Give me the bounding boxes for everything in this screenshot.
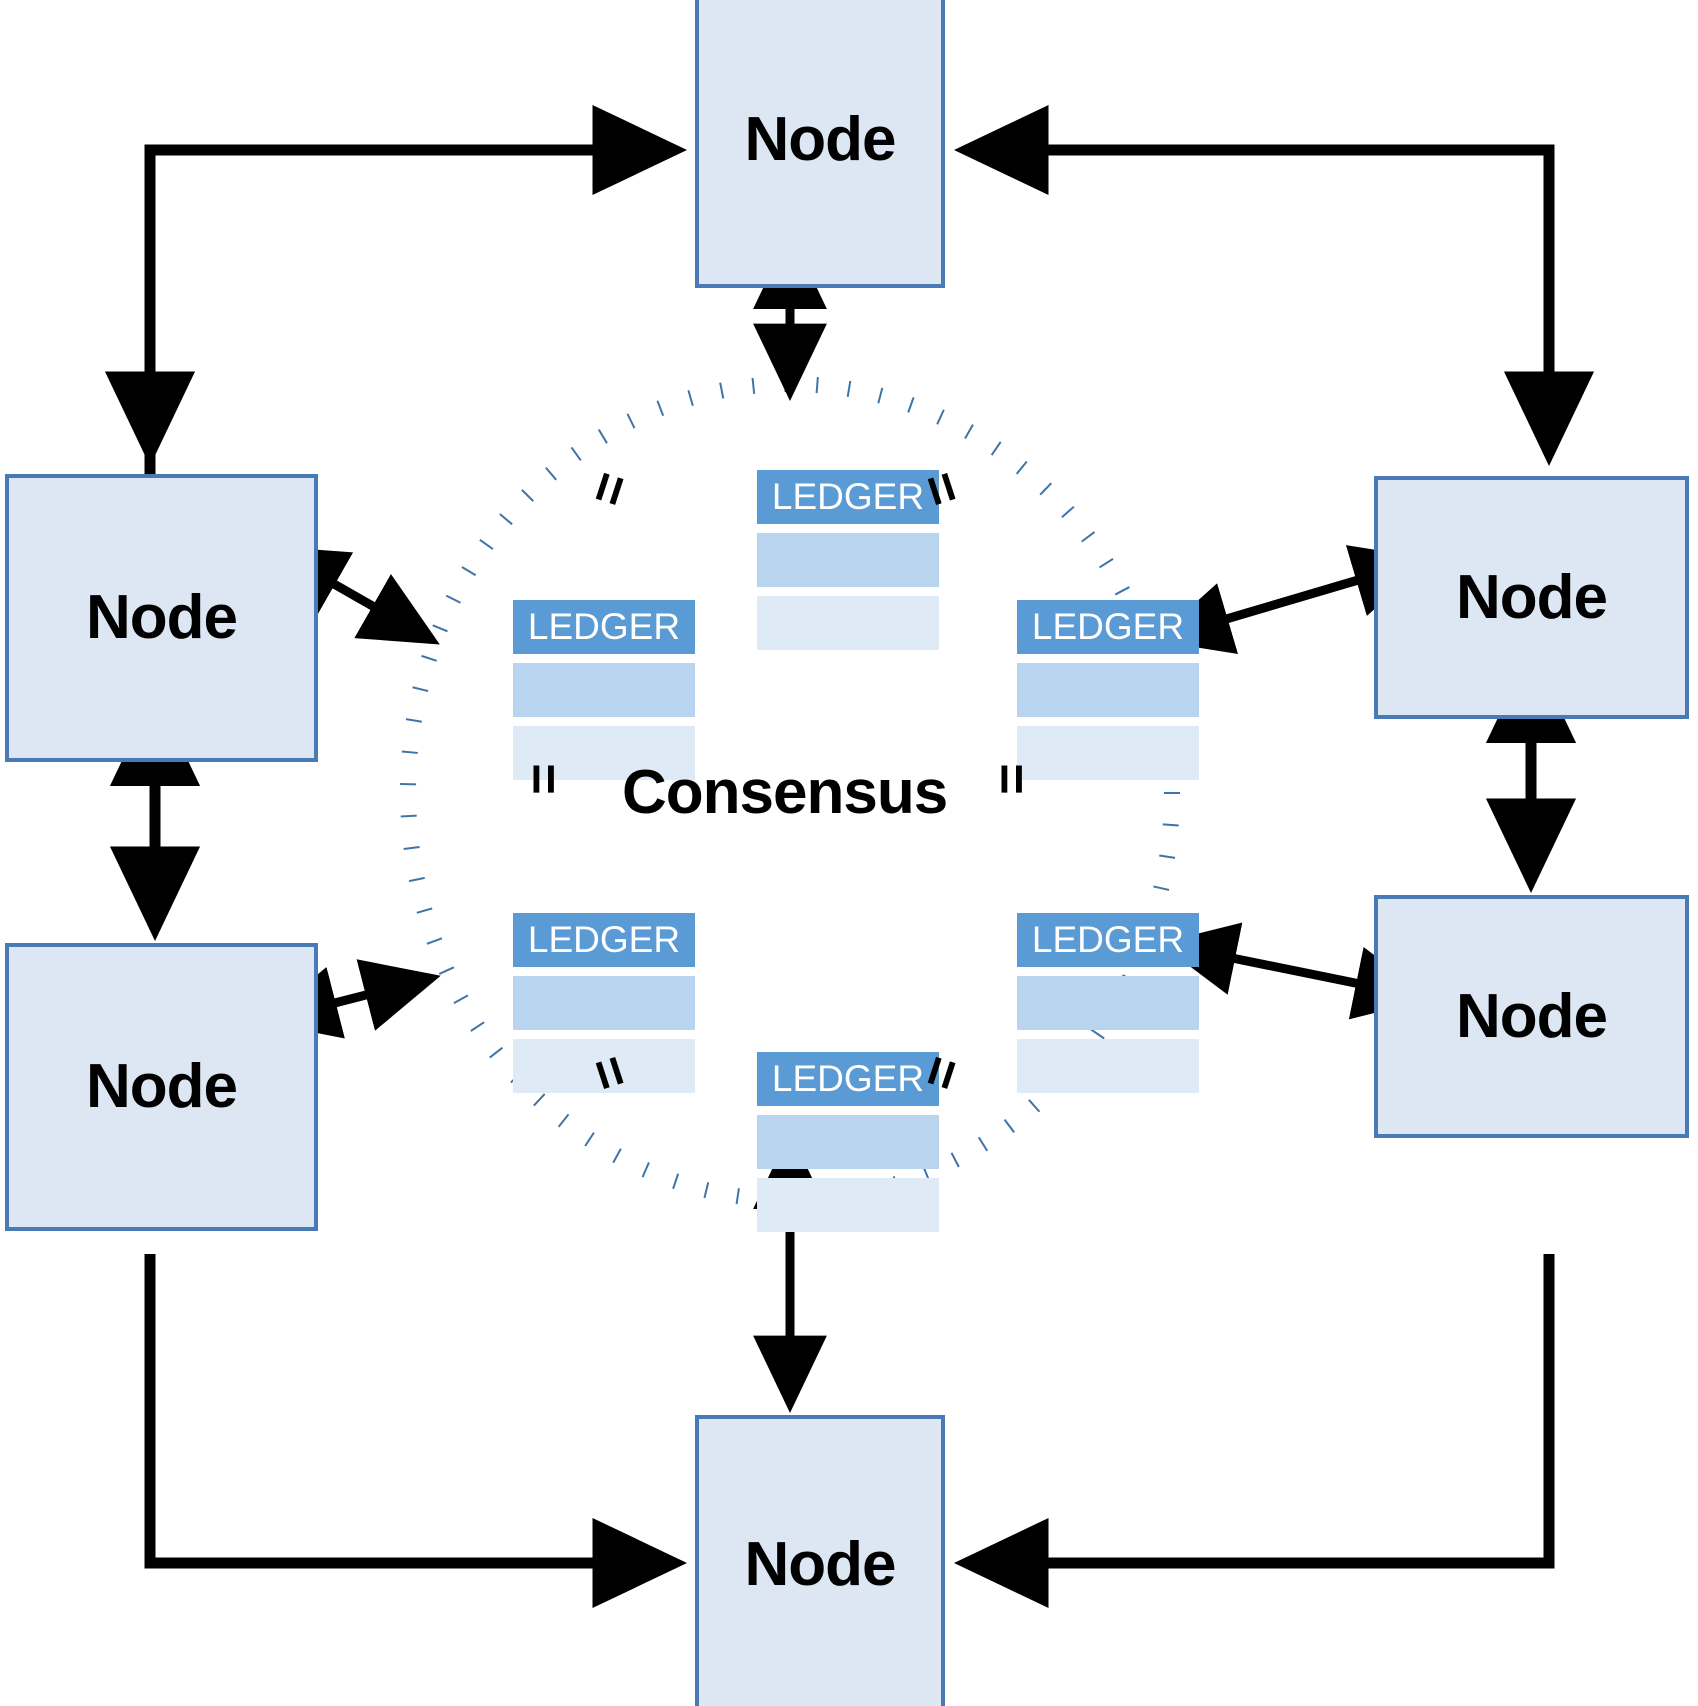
node-label: Node <box>86 583 238 652</box>
ledger-bottom[interactable]: LEDGER <box>757 1052 939 1232</box>
connector-right-lower-spoke <box>1159 922 1433 1020</box>
node-box-left-lower[interactable]: Node <box>5 943 318 1231</box>
ledger-header: LEDGER <box>757 470 939 524</box>
connector-left-lower-spoke <box>260 959 441 1039</box>
ledger-row-2 <box>1017 1039 1199 1093</box>
connector-left-upper-spoke <box>267 546 440 645</box>
ledger-header: LEDGER <box>513 913 695 967</box>
ledger-row-2 <box>757 1178 939 1232</box>
node-box-right-lower[interactable]: Node <box>1374 895 1689 1138</box>
equals-mark-mid-right: = <box>981 763 1042 795</box>
equals-mark-mid-left: = <box>513 763 574 795</box>
ledger-row-2 <box>757 596 939 650</box>
node-label: Node <box>744 105 897 174</box>
ledger-row-1 <box>757 533 939 587</box>
ledger-header: LEDGER <box>513 600 695 654</box>
ledger-row-1 <box>513 976 695 1030</box>
ledger-header: LEDGER <box>757 1052 939 1106</box>
ledger-row-2 <box>513 726 695 780</box>
ledger-row-1 <box>1017 976 1199 1030</box>
ledger-header: LEDGER <box>1017 913 1199 967</box>
consensus-label: Consensus <box>622 758 948 827</box>
connector-bottomright-outer <box>953 1254 1555 1609</box>
connector-topright-outer <box>953 104 1555 455</box>
consensus-circle <box>400 376 1180 1208</box>
ledger-row-1 <box>1017 663 1199 717</box>
connector-bottomleft-outer <box>144 1254 688 1609</box>
ledger-lower-right[interactable]: LEDGER <box>1017 913 1199 1093</box>
node-label: Node <box>1456 562 1608 632</box>
node-label: Node <box>86 1052 238 1121</box>
node-box-bottom[interactable]: Node <box>695 1415 945 1706</box>
ledger-upper-left[interactable]: LEDGER <box>513 600 695 780</box>
ledger-row-1 <box>757 1115 939 1169</box>
ledger-lower-left[interactable]: LEDGER <box>513 913 695 1093</box>
node-box-left-upper[interactable]: Node <box>5 474 318 762</box>
ledger-row-1 <box>513 663 695 717</box>
ledger-row-2 <box>1017 726 1199 780</box>
ledger-top[interactable]: LEDGER <box>757 470 939 650</box>
ledger-header: LEDGER <box>1017 600 1199 654</box>
node-label: Node <box>744 1529 897 1599</box>
node-box-top[interactable]: Node <box>695 0 945 288</box>
ledger-upper-right[interactable]: LEDGER <box>1017 600 1199 780</box>
ledger-row-2 <box>513 1039 695 1093</box>
node-box-right-upper[interactable]: Node <box>1374 476 1689 719</box>
node-label: Node <box>1456 981 1608 1051</box>
